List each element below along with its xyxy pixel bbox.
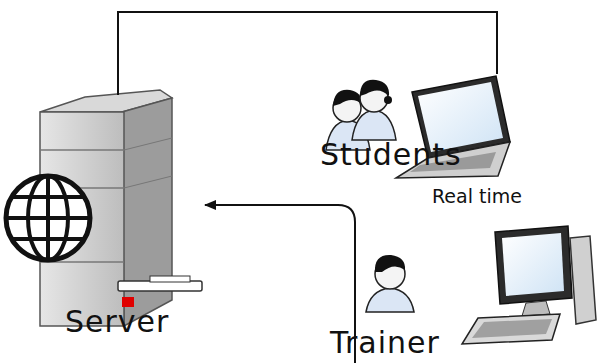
desktop-icon xyxy=(462,226,596,344)
globe-symbol xyxy=(6,176,90,260)
server-node: Server xyxy=(5,95,205,358)
server-side-line xyxy=(124,176,172,188)
node-label: Students xyxy=(320,138,462,171)
trainer-node: Trainer xyxy=(325,228,601,363)
keyboard xyxy=(462,314,560,344)
student-headset xyxy=(384,96,392,104)
trainer-hair xyxy=(375,255,405,272)
annotation-label: Real time xyxy=(432,186,522,207)
monitor-screen xyxy=(502,233,564,296)
globe-latitude xyxy=(13,195,83,199)
student-hair xyxy=(360,80,389,96)
pc-tower xyxy=(570,236,596,324)
drive-disc xyxy=(150,276,190,282)
student-body xyxy=(352,110,396,140)
connector-line xyxy=(118,12,497,95)
monitor-stand xyxy=(522,301,550,316)
globe-latitude xyxy=(13,237,83,241)
keyboard-keys xyxy=(472,319,552,338)
globe-latitude xyxy=(6,216,90,220)
student-figure xyxy=(352,80,396,140)
server-icon xyxy=(6,90,202,326)
node-label: Server xyxy=(65,305,169,338)
server-side xyxy=(122,98,172,326)
server-bay-line xyxy=(40,149,124,151)
trainer-figure xyxy=(366,255,414,312)
server-side-line xyxy=(124,138,172,150)
node-label: Trainer xyxy=(330,326,440,359)
globe-outline xyxy=(6,176,90,260)
trainer-body xyxy=(366,288,414,312)
students-node: Students xyxy=(315,74,515,180)
monitor-frame xyxy=(495,226,572,304)
student-hair xyxy=(333,90,362,106)
